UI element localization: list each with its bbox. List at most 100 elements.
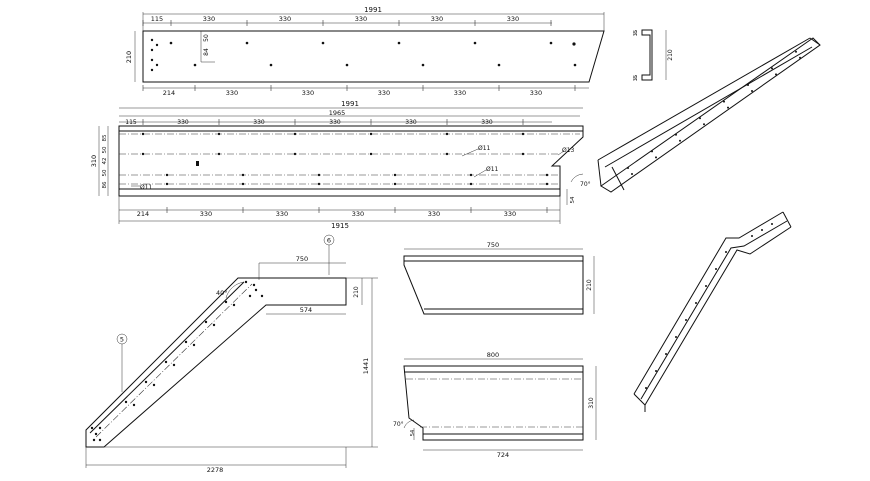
dim-part-lower-height: 310	[588, 397, 595, 409]
iso2-bottom-edge	[644, 226, 792, 406]
dim-pitch-bottom-4: 330	[454, 89, 466, 97]
dim-pitch-top-2: 330	[279, 15, 291, 23]
dim-pitch-bottom-2: 330	[302, 89, 314, 97]
dim-angle-40: 40°	[216, 289, 228, 297]
bolt-hole	[217, 132, 221, 136]
bolt-hole	[369, 152, 373, 156]
dim-pitch2-top-3: 330	[329, 119, 341, 126]
weld-mark	[196, 161, 199, 166]
dim-inner-length: 1965	[329, 109, 346, 117]
dim-stack-4: 50	[102, 169, 108, 176]
bolt-hole	[651, 150, 653, 153]
bolt-hole	[98, 426, 102, 430]
bolt-hole	[393, 173, 397, 177]
callout-label-top: 6	[327, 237, 331, 245]
bolt-hole	[665, 353, 667, 355]
bolt-hole	[775, 73, 777, 76]
bolt-hole	[212, 323, 216, 327]
channel-section-detail: 35 35 210	[633, 29, 674, 81]
bolt-hole	[545, 173, 549, 177]
bolt-hole	[254, 288, 258, 292]
bolt-hole	[521, 132, 525, 136]
dim-overall-length-2: 1991	[341, 100, 359, 108]
dim-end-spacing-top-2: 115	[125, 119, 137, 126]
dim-pitch2-bottom-1: 330	[200, 210, 212, 218]
hole-callout-d11-lower: Ø11	[486, 166, 499, 173]
bolt-hole	[545, 182, 549, 186]
dim-part-lower-top: 800	[487, 351, 499, 359]
dim-stack-2: 50	[102, 146, 108, 153]
dim-top-height: 210	[353, 286, 360, 298]
bolt-hole	[269, 63, 273, 67]
dim-angle-70: 70°	[580, 181, 591, 188]
bolt-hole	[150, 58, 154, 62]
stringer-top-view: 1991 115 330 330 330 330 330 214 330 330…	[125, 6, 605, 97]
bolt-hole	[695, 302, 697, 304]
dim-overall-length: 1991	[364, 6, 382, 14]
dim-pitch-top-3: 330	[355, 15, 367, 23]
bolt-hole	[132, 403, 136, 407]
dim-pitch-bottom-1: 330	[226, 89, 238, 97]
dim-top-width: 750	[296, 255, 308, 263]
stair-elevation: 750 574 210 1441 2278 40° 6 5	[85, 234, 378, 474]
bolt-hole	[94, 432, 98, 436]
dim-stack-3: 42	[102, 158, 108, 165]
bolt-hole	[321, 41, 325, 45]
dim-height: 210	[125, 51, 133, 63]
dim-inner-width: 574	[300, 306, 312, 314]
bolt-hole	[675, 336, 677, 338]
dim-pitch-bottom-3: 330	[378, 89, 390, 97]
bolt-hole	[747, 84, 749, 86]
dim-part-lower-angle: 70°	[393, 421, 404, 428]
dim-pitch2-bottom-3: 330	[352, 210, 364, 218]
dim-part-lower-offset: 54	[410, 430, 416, 436]
bolt-hole	[293, 152, 297, 156]
channel-outline	[118, 125, 584, 197]
part-upper-section: 750 210	[403, 241, 595, 315]
bolt-hole	[751, 90, 753, 92]
stringer-isometric	[597, 37, 821, 193]
dim-pitch-bottom-5: 330	[530, 89, 542, 97]
dim-part-lower-bottom: 724	[497, 451, 509, 459]
hole-callout-d13: Ø13	[562, 147, 575, 154]
bolt-hole	[393, 182, 397, 186]
bolt-hole	[155, 43, 159, 47]
bolt-hole	[317, 173, 321, 177]
bolt-hole	[124, 400, 128, 404]
hole-callout-d11-upper: Ø11	[478, 145, 491, 152]
bolt-hole	[241, 173, 245, 177]
dim-stack-1: 85	[102, 134, 108, 141]
bolt-hole	[771, 67, 773, 70]
bolt-hole	[232, 303, 236, 307]
stringer-outline	[142, 30, 605, 83]
dim-pitch2-bottom-2: 330	[276, 210, 288, 218]
part-upper-outline	[403, 255, 584, 315]
dim-pitch-top-4: 330	[431, 15, 443, 23]
bolt-hole	[184, 340, 188, 344]
iso2-top-edge	[633, 211, 784, 395]
bolt-hole	[521, 152, 525, 156]
hole-callout-d11-left: Ø11	[140, 184, 153, 191]
bolt-hole	[252, 283, 256, 287]
bolt-hole	[727, 106, 729, 109]
bolt-holes	[141, 119, 549, 213]
dim-hole-84: 84	[203, 48, 210, 56]
dim-base-length: 2278	[207, 466, 224, 474]
bolt-hole	[172, 363, 176, 367]
dim-end-spacing-top: 115	[151, 15, 163, 23]
bolt-hole	[152, 383, 156, 387]
bolt-hole	[703, 123, 705, 126]
bolt-hole	[165, 182, 169, 186]
bolt-hole	[224, 300, 228, 304]
bolt-holes	[150, 38, 577, 72]
bolt-hole	[144, 380, 148, 384]
bolt-hole	[473, 41, 477, 45]
bolt-hole	[164, 360, 168, 364]
bolt-hole	[631, 173, 633, 175]
dim-stack-5: 86	[102, 181, 108, 188]
bolt-hole	[679, 139, 681, 142]
bolt-hole	[645, 387, 647, 389]
dim-pitch-top-1: 330	[203, 15, 215, 23]
bolt-hole	[150, 38, 154, 42]
